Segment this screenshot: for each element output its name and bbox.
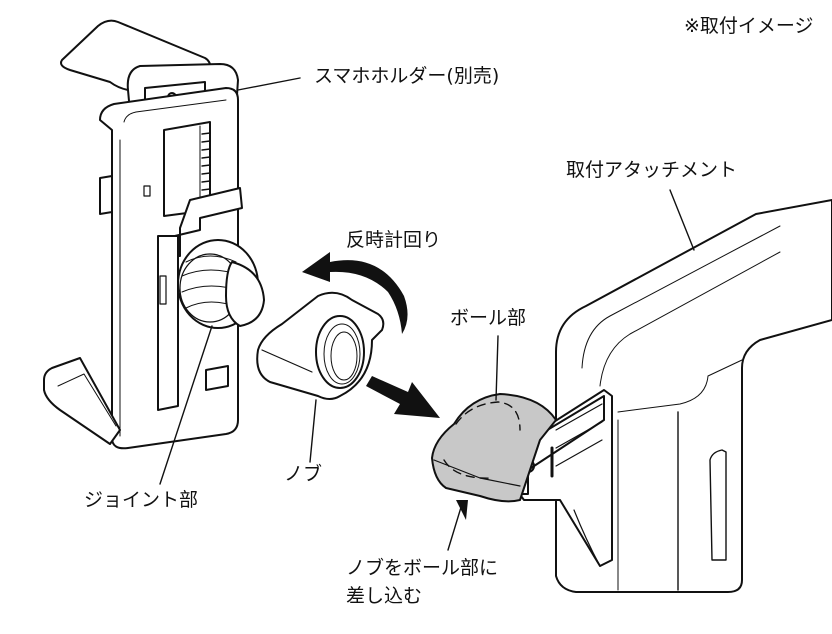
phone-holder-label: スマホホルダー(別売) [314, 65, 500, 87]
leader-lines [159, 77, 695, 485]
instruction-label-line1: ノブをボール部に [346, 557, 499, 579]
instruction-label-line2: 差し込む [346, 585, 423, 607]
rotation-direction-label: 反時計回り [346, 229, 442, 251]
illustration-note: ※取付イメージ [684, 15, 814, 37]
knob-label: ノブ [284, 463, 323, 485]
mount-attachment-drawing [431, 199, 832, 593]
insert-arrow-icon [447, 500, 468, 551]
knob-drawing [256, 291, 385, 400]
phone-holder-drawing [43, 19, 265, 450]
ball-part-label: ボール部 [450, 307, 527, 329]
push-direction-arrow-icon [366, 376, 440, 418]
mount-attachment-label: 取付アタッチメント [566, 159, 738, 181]
joint-part-label: ジョイント部 [84, 489, 199, 511]
counterclockwise-arrow-icon [302, 252, 408, 334]
